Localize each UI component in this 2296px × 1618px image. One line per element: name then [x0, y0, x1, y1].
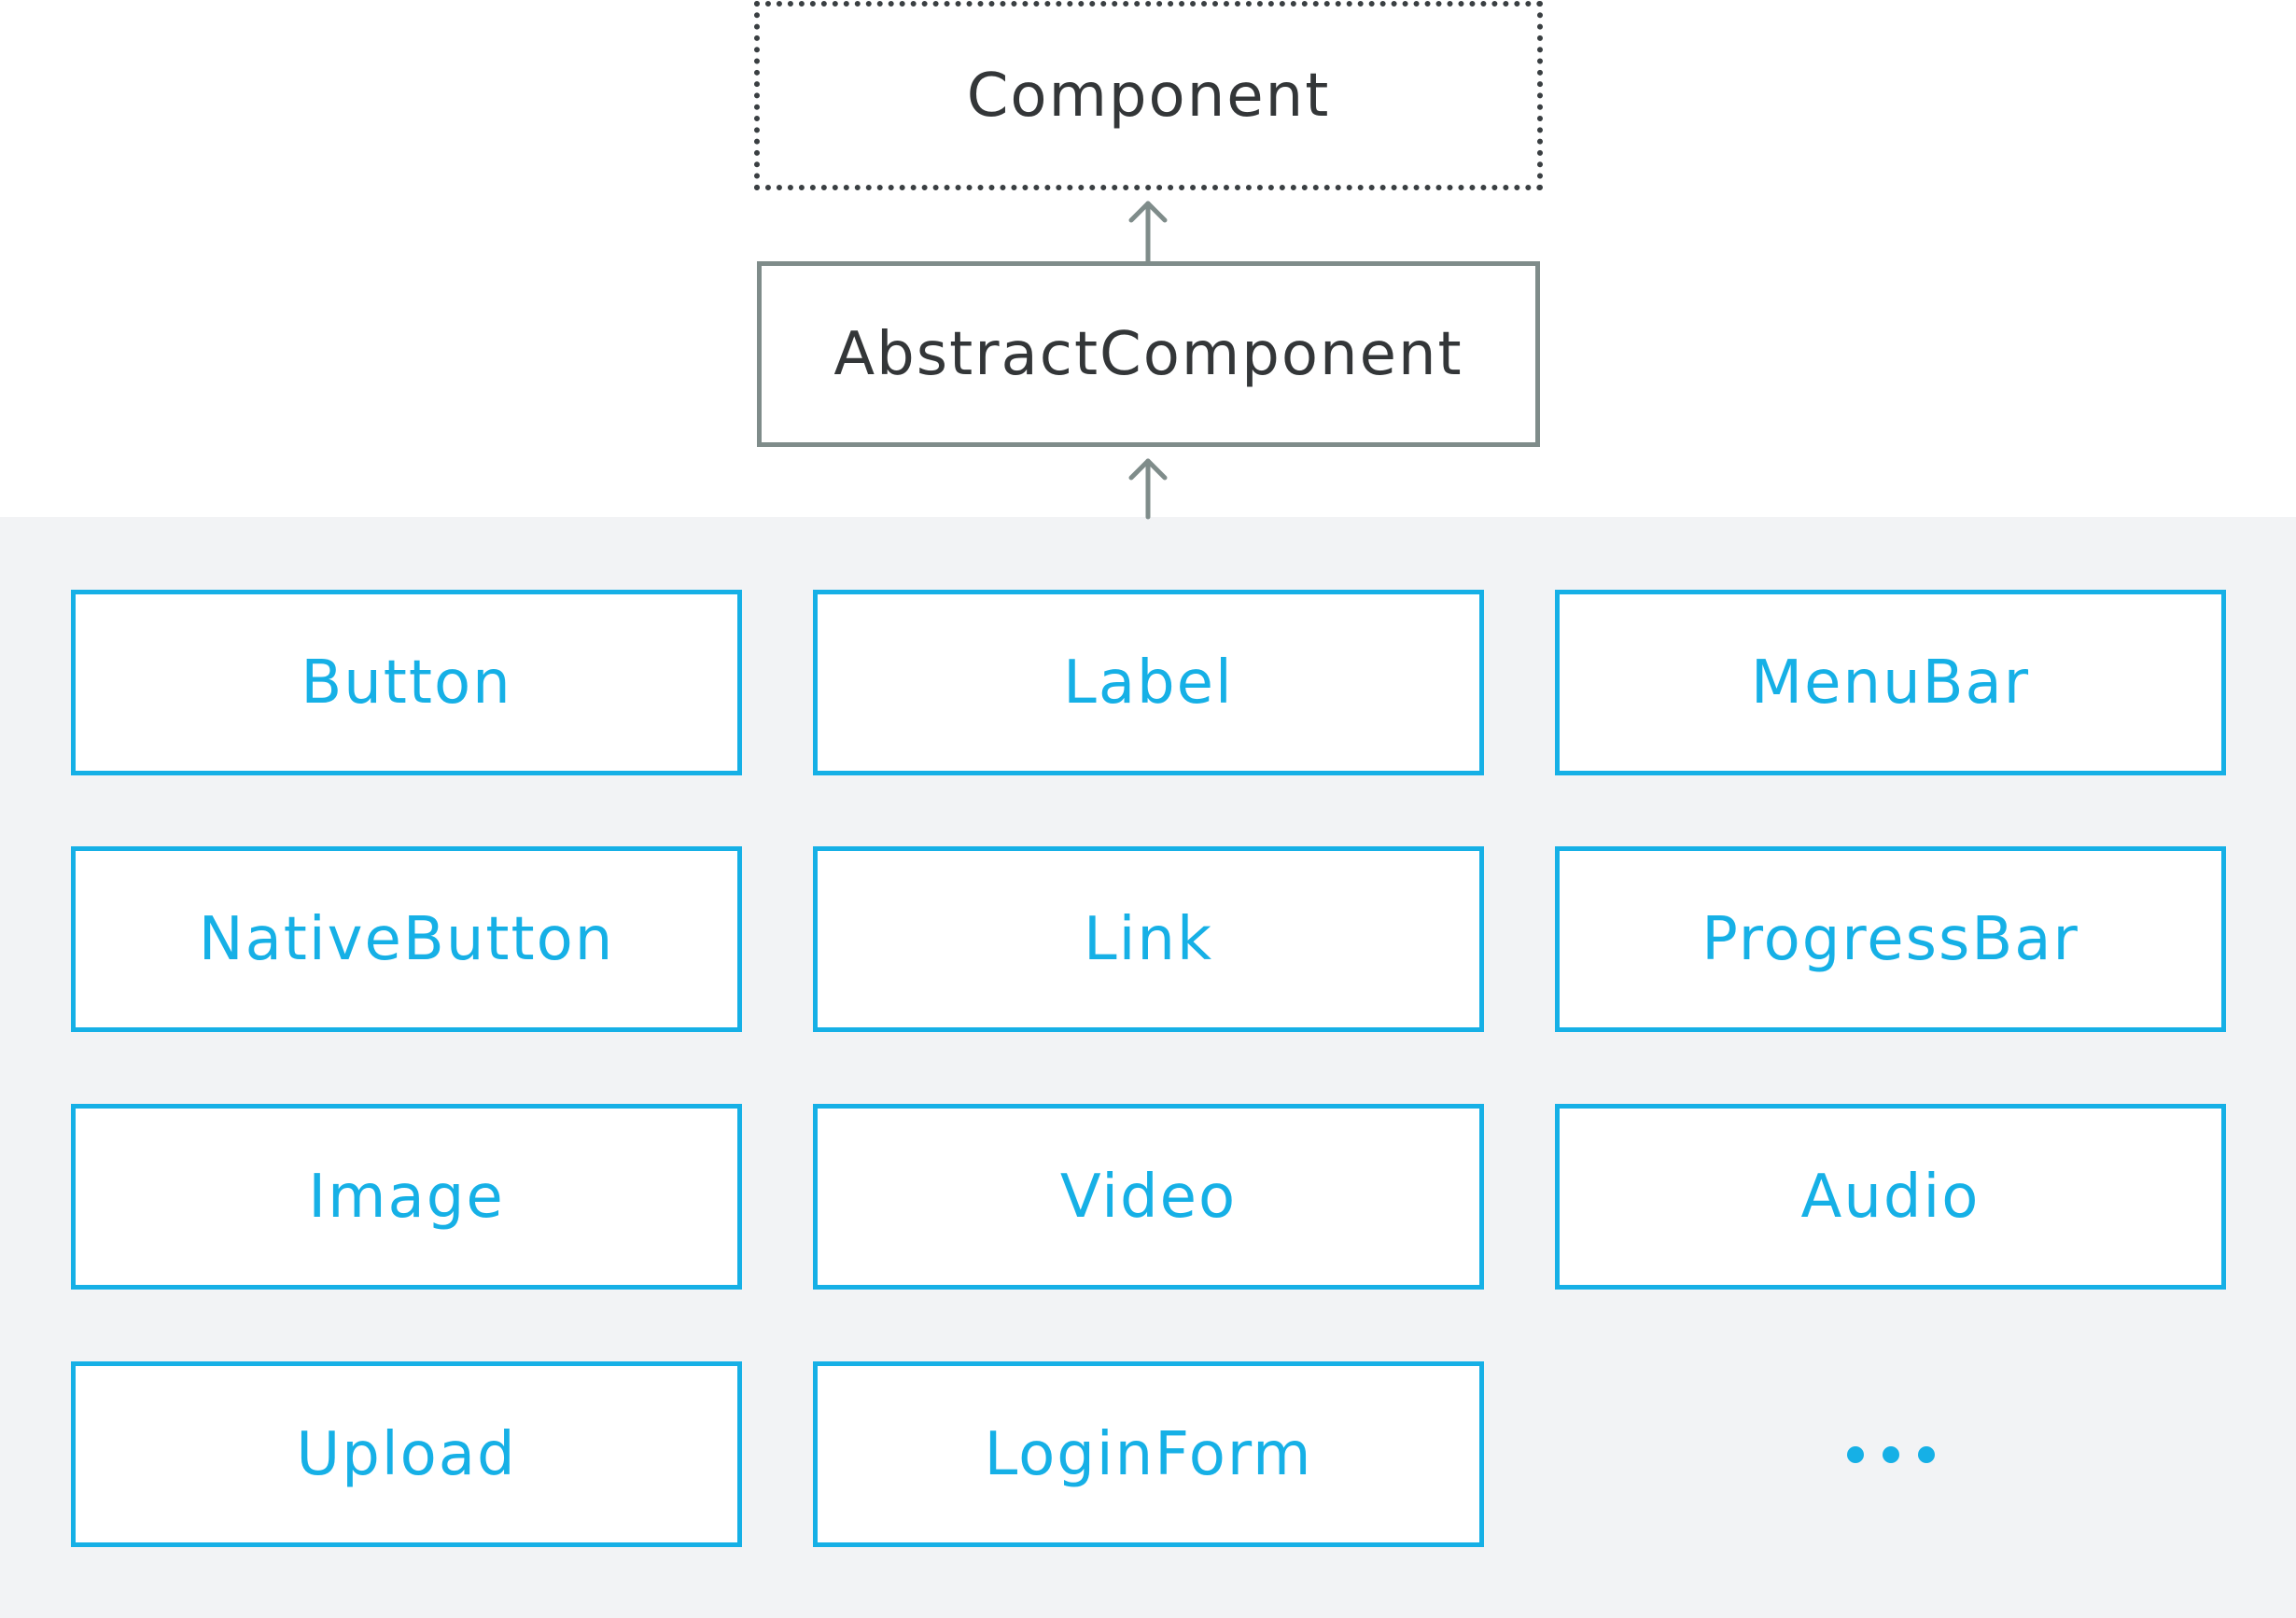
component-interface-box: Component [754, 1, 1543, 190]
component-box-label: NativeButton [198, 904, 615, 974]
component-box-label: Upload [296, 1419, 517, 1489]
component-box-label: Video [1059, 1162, 1238, 1232]
component-box-button: Button [71, 590, 742, 775]
ellipsis-icon [1555, 1361, 2226, 1547]
ellipsis-dot [1917, 1445, 1935, 1463]
component-box-label: ProgressBar [1701, 904, 2079, 974]
component-box-loginform: LoginForm [813, 1361, 1484, 1547]
component-box-menubar: MenuBar [1555, 590, 2226, 775]
component-box-label: LoginForm [984, 1419, 1313, 1489]
component-box-label: Link [1083, 904, 1214, 974]
component-box-video: Video [813, 1104, 1484, 1290]
component-box-image: Image [71, 1104, 742, 1290]
component-box-label: MenuBar [1750, 648, 2031, 718]
component-box-label: Image [308, 1162, 505, 1232]
component-box-label: Label [813, 590, 1484, 775]
component-box-upload: Upload [71, 1361, 742, 1547]
component-box-label: Audio [1800, 1162, 1981, 1232]
abstract-component-label: AbstractComponent [833, 319, 1463, 389]
component-box-label: Button [301, 648, 512, 718]
component-box-progressbar: ProgressBar [1555, 846, 2226, 1032]
component-box-label: Label [1063, 648, 1234, 718]
arrow-subclasses-to-abstract [1128, 458, 1168, 520]
abstract-component-box: AbstractComponent [757, 261, 1540, 447]
ellipsis-dot [1882, 1445, 1899, 1463]
component-label: Component [966, 61, 1331, 131]
component-box-link: Link [813, 846, 1484, 1032]
arrow-abstract-to-component [1128, 201, 1168, 264]
component-box-audio: Audio [1555, 1104, 2226, 1290]
ellipsis-dot [1846, 1445, 1864, 1463]
component-box-nativebutton: NativeButton [71, 846, 742, 1032]
